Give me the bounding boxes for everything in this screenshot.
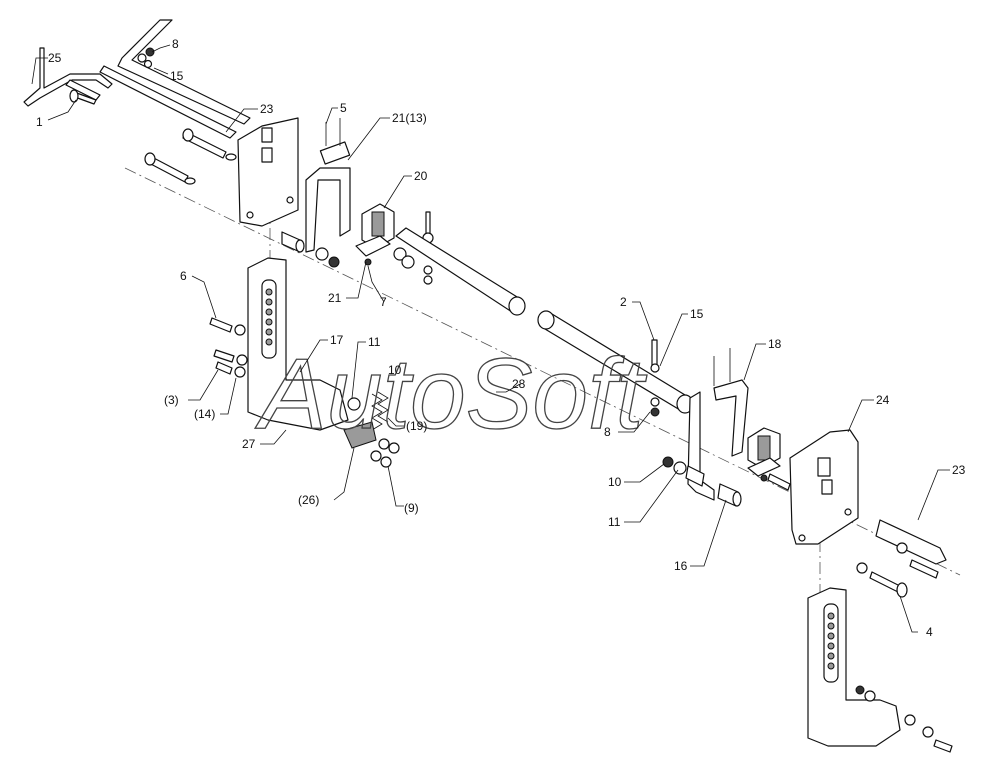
part-23-left-strap [99, 19, 251, 139]
callout-21-lower: 21 [328, 291, 342, 305]
part-9-nuts [370, 438, 400, 468]
callout-14: (14) [194, 407, 215, 421]
part-20-clamp [355, 203, 395, 266]
callout-27: 27 [242, 437, 256, 451]
part-4-bolt [856, 562, 908, 598]
part-long-bolt-left [144, 128, 237, 185]
part-left-mounting-plate [237, 117, 299, 227]
callout-8-right: 8 [604, 425, 611, 439]
slot-holes-left [265, 288, 273, 346]
callout-10-left: 10 [388, 363, 402, 377]
callout-24: 24 [876, 393, 890, 407]
part-21-u-bracket [305, 118, 351, 253]
callout-4: 4 [926, 625, 933, 639]
part-23-right-strap [875, 519, 947, 579]
callout-17: 17 [330, 333, 344, 347]
callout-23-left: 23 [260, 102, 274, 116]
part-1-bolt [69, 89, 97, 105]
callout-2: 2 [620, 295, 627, 309]
callout-11-right: 11 [608, 515, 621, 529]
callout-8-top: 8 [172, 37, 179, 51]
slot-holes-right [827, 612, 835, 670]
part-spacers-left [281, 231, 340, 268]
callout-19: (19) [406, 419, 427, 433]
callout-20: 20 [414, 169, 428, 183]
part-10-11-16-right-spacers [662, 456, 742, 507]
part-right-vertical-plate [807, 587, 953, 753]
callout-3: (3) [164, 393, 179, 407]
callout-7: 7 [380, 295, 387, 309]
part-24-right-plate [767, 429, 859, 545]
part-6-3-14-bolts [209, 317, 248, 378]
watermark-text: AutoSoft [255, 338, 648, 450]
callout-11-left: 11 [368, 335, 381, 349]
callout-1: 1 [36, 115, 43, 129]
part-8-15-washers-top [137, 47, 155, 69]
part-27-left-vertical-plate [247, 257, 349, 431]
part-2-15-8-right-hardware [650, 339, 660, 417]
callout-16: 16 [674, 559, 688, 573]
callout-25: 25 [48, 51, 62, 65]
callout-6: 6 [180, 269, 187, 283]
part-28-tube-left [395, 227, 526, 316]
part-right-clamp [747, 427, 781, 482]
callout-15-right: 15 [690, 307, 704, 321]
part-19-spring [347, 391, 389, 431]
callout-26: (26) [298, 493, 319, 507]
callout-labels: 25 8 15 1 23 5 21(13) 20 21 7 6 17 11 10… [36, 37, 966, 639]
callout-15-top: 15 [170, 69, 184, 83]
callout-21-13: 21(13) [392, 111, 427, 125]
callout-10-right: 10 [608, 475, 622, 489]
part-26-catch [343, 421, 377, 449]
callout-23-right: 23 [952, 463, 966, 477]
callout-9: (9) [404, 501, 419, 515]
leader-lines [31, 44, 950, 633]
callout-18: 18 [768, 337, 782, 351]
callout-5: 5 [340, 101, 347, 115]
part-25-bracket [23, 47, 113, 107]
callout-28: 28 [512, 377, 526, 391]
